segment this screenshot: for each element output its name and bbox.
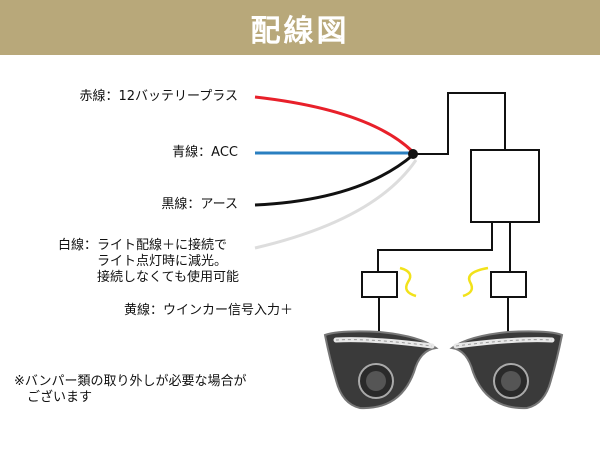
white-wire bbox=[254, 159, 418, 250]
white-wire-label: 白線：ライト配線＋に接続で ライト点灯時に減光。 接続しなくても使用可能 bbox=[58, 238, 239, 285]
left-fog-lamp bbox=[323, 330, 439, 410]
page-title: 配線図 bbox=[250, 13, 350, 49]
red-wire-label: 赤線：12バッテリープラス bbox=[79, 89, 238, 104]
yellow-wire-left bbox=[399, 266, 417, 298]
relay-box-left bbox=[361, 271, 398, 298]
black-wire-label: 黒線：アース bbox=[161, 197, 238, 212]
black-wire bbox=[254, 153, 414, 207]
controller-feed-wire bbox=[413, 92, 506, 155]
yellow-wire-right bbox=[462, 266, 489, 298]
relay-box-right bbox=[490, 271, 527, 298]
controller-box bbox=[470, 149, 540, 223]
note-text: ※バンパー類の取り外しが必要な場合が ございます bbox=[14, 374, 247, 405]
right-fog-lamp bbox=[449, 330, 564, 410]
yellow-wire-label: 黄線：ウインカー信号入力＋ bbox=[124, 303, 294, 318]
left-branch-wire bbox=[377, 222, 493, 272]
red-wire bbox=[254, 95, 415, 154]
header-bar: 配線図 bbox=[0, 0, 600, 55]
blue-wire-label: 青線：ACC bbox=[172, 145, 238, 160]
